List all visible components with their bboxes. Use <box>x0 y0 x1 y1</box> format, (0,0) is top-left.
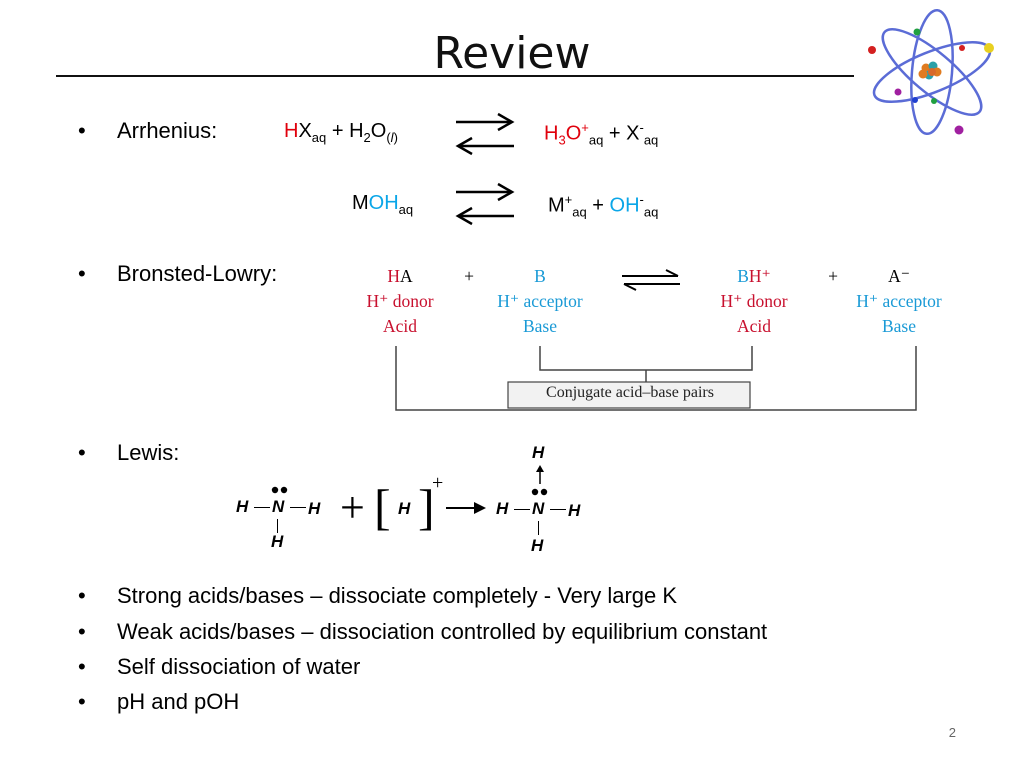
bullet-label: Arrhenius: <box>117 118 218 143</box>
lewis-nh4-h-right: H <box>568 501 581 520</box>
lewis-nh3-n: N <box>272 497 285 516</box>
conjugate-pairs-label: Conjugate acid–base pairs <box>546 384 714 401</box>
bl-acid-ha: HA H⁺ donor Acid <box>366 266 434 336</box>
equilibrium-arrow <box>455 112 515 156</box>
bl-base-a: A⁻ H⁺ acceptor Base <box>856 266 942 336</box>
lone-pair <box>271 486 288 494</box>
page-number: 2 <box>948 725 956 740</box>
bond-line <box>254 507 270 508</box>
arrhenius-eq1-right: H3O+aq + X-aq <box>544 120 659 148</box>
title-underline <box>56 75 854 77</box>
plus-sign: + <box>340 483 365 532</box>
bullet-label: Weak acids/bases – dissociation controll… <box>117 619 768 644</box>
arrhenius-eq1-left: HXaq + H2O(l) <box>284 120 398 145</box>
bullet-ph: •pH and pOH <box>78 689 240 714</box>
arrhenius-eq2-right: M+aq + OH-aq <box>548 192 659 220</box>
lewis-nh3-h-bottom: H <box>271 532 284 551</box>
bond-line <box>538 521 539 535</box>
lewis-nh4-n: N <box>532 499 545 518</box>
lewis-nh4-h-top: H <box>532 443 545 462</box>
bond-line <box>550 509 566 510</box>
bullet-arrhenius: •Arrhenius: <box>78 118 218 143</box>
lewis-nh4-h-bottom: H <box>531 536 544 555</box>
lewis-nh3-h-right: H <box>308 499 321 518</box>
bl-acid-bh: BH⁺ H⁺ donor Acid <box>720 266 788 336</box>
bullet-bronsted: •Bronsted-Lowry: <box>78 261 278 286</box>
bullet-lewis: •Lewis: <box>78 440 180 465</box>
reaction-arrow <box>446 502 486 514</box>
page-title: Review <box>433 28 591 79</box>
atom-icon <box>868 8 994 136</box>
bl-plus: + <box>828 266 838 286</box>
bullet-label: pH and pOH <box>117 689 240 714</box>
dative-arrow <box>536 465 544 484</box>
bullet-strong: •Strong acids/bases – dissociate complet… <box>78 583 678 608</box>
bullet-weak: •Weak acids/bases – dissociation control… <box>78 619 768 644</box>
equilibrium-arrow <box>622 269 680 291</box>
arrhenius-eq2-left: MOHaq <box>352 192 414 217</box>
charge-plus: + <box>432 472 444 494</box>
left-bracket: [ <box>374 479 391 535</box>
lewis-nh4-h-left: H <box>496 499 509 518</box>
bullet-label: Self dissociation of water <box>117 654 361 679</box>
bullet-label: Strong acids/bases – dissociate complete… <box>117 583 678 608</box>
lone-pair <box>531 488 548 496</box>
lewis-proton-h: H <box>398 499 411 518</box>
bullet-label: Bronsted-Lowry: <box>117 261 278 286</box>
bond-line <box>514 509 530 510</box>
equilibrium-arrow <box>455 182 515 226</box>
bullet-self-dissociation: •Self dissociation of water <box>78 654 361 679</box>
conjugate-pairs-brackets <box>395 346 917 411</box>
right-bracket: ] <box>418 479 435 535</box>
bl-plus: + <box>464 266 474 286</box>
bond-line <box>290 507 306 508</box>
bond-line <box>277 519 278 533</box>
lewis-nh3-h-left: H <box>236 497 249 516</box>
bullet-label: Lewis: <box>117 440 180 465</box>
bl-base-b: B H⁺ acceptor Base <box>497 266 583 336</box>
